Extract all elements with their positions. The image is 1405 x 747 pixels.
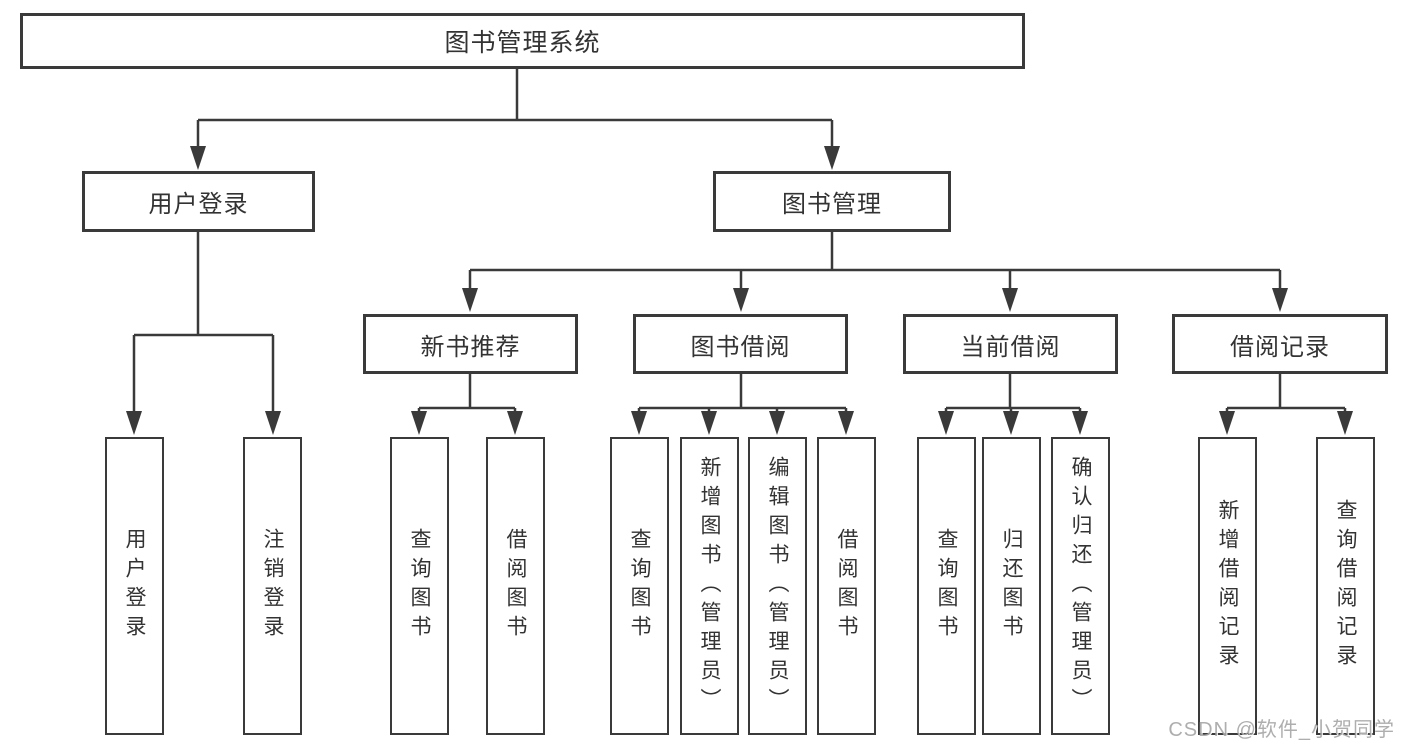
leaf-confirm-return-admin: 确认归还（管理员） xyxy=(1051,437,1110,735)
leaf-borrow-books: 借阅图书 xyxy=(486,437,545,735)
node-book-borrowing: 图书借阅 xyxy=(633,314,848,374)
node-book-borrowing-label: 图书借阅 xyxy=(690,333,791,361)
leaf-query-borrow-record-label: 查询借阅记录 xyxy=(1334,499,1358,673)
leaf-add-borrow-record: 新增借阅记录 xyxy=(1198,437,1257,735)
leaf-add-borrow-record-label: 新增借阅记录 xyxy=(1216,499,1240,673)
leaf-logout: 注销登录 xyxy=(243,437,302,735)
node-borrow-records-label: 借阅记录 xyxy=(1230,333,1330,361)
leaf-add-books-admin-label: 新增图书（管理员） xyxy=(698,455,722,717)
leaf-logout-label: 注销登录 xyxy=(261,528,285,644)
leaf-query-borrow-record: 查询借阅记录 xyxy=(1316,437,1375,735)
leaf-borrow-books-label: 借阅图书 xyxy=(835,528,859,644)
node-book-management: 图书管理 xyxy=(713,171,951,232)
leaf-edit-books-admin: 编辑图书（管理员） xyxy=(748,437,807,735)
root-node-label: 图书管理系统 xyxy=(444,29,601,57)
node-new-book-recommend-label: 新书推荐 xyxy=(420,333,521,361)
node-current-borrowing-label: 当前借阅 xyxy=(960,333,1061,361)
leaf-query-books-label: 查询图书 xyxy=(935,528,959,644)
node-user-login-label: 用户登录 xyxy=(148,191,249,218)
node-borrow-records: 借阅记录 xyxy=(1172,314,1388,374)
node-current-borrowing: 当前借阅 xyxy=(903,314,1118,374)
leaf-add-books-admin: 新增图书（管理员） xyxy=(680,437,739,735)
leaf-borrow-books-label: 借阅图书 xyxy=(504,528,528,644)
leaf-query-books-label: 查询图书 xyxy=(628,528,652,644)
leaf-user-login: 用户登录 xyxy=(105,437,164,735)
leaf-borrow-books: 借阅图书 xyxy=(817,437,876,735)
leaf-confirm-return-admin-label: 确认归还（管理员） xyxy=(1069,455,1093,717)
node-user-login: 用户登录 xyxy=(82,171,315,232)
root-node-library-system: 图书管理系统 xyxy=(20,13,1025,69)
leaf-edit-books-admin-label: 编辑图书（管理员） xyxy=(766,455,790,717)
leaf-query-books: 查询图书 xyxy=(610,437,669,735)
leaf-query-books-label: 查询图书 xyxy=(408,528,432,644)
watermark: CSDN @软件_小贺同学 xyxy=(1168,719,1395,741)
leaf-user-login-label: 用户登录 xyxy=(123,528,147,644)
leaf-return-books: 归还图书 xyxy=(982,437,1041,735)
leaf-query-books: 查询图书 xyxy=(390,437,449,735)
node-new-book-recommend: 新书推荐 xyxy=(363,314,578,374)
node-book-management-label: 图书管理 xyxy=(782,191,882,218)
leaf-return-books-label: 归还图书 xyxy=(1000,528,1024,644)
leaf-query-books: 查询图书 xyxy=(917,437,976,735)
